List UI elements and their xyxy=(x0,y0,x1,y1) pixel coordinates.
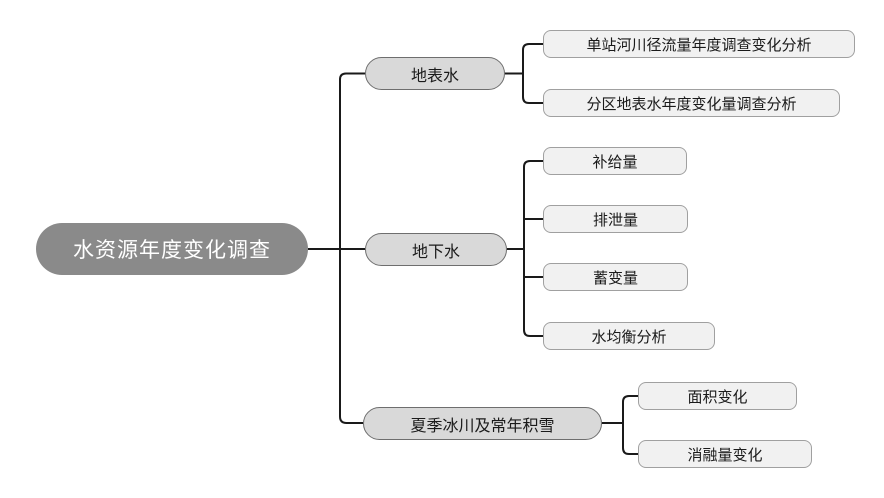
leaf-node-storage-change-amount[interactable]: 蓄变量 xyxy=(543,263,688,291)
root-node-water-resources-survey[interactable]: 水资源年度变化调查 xyxy=(36,223,308,275)
connector-groundwater-bus xyxy=(523,160,543,337)
leaf-node-discharge-amount[interactable]: 排泄量 xyxy=(543,205,688,233)
leaf-node-water-balance-analysis[interactable]: 水均衡分析 xyxy=(543,322,715,350)
connector-surface-water-bus xyxy=(522,43,543,104)
leaf-node-recharge-amount[interactable]: 补给量 xyxy=(543,147,687,175)
leaf-node-area-change[interactable]: 面积变化 xyxy=(638,382,797,410)
connector-branch-bus xyxy=(339,72,365,424)
leaf-node-ablation-change[interactable]: 消融量变化 xyxy=(638,440,812,468)
connector-glacier-bus xyxy=(622,395,638,455)
branch-node-summer-glacier-snow[interactable]: 夏季冰川及常年积雪 xyxy=(363,407,602,440)
branch-node-groundwater[interactable]: 地下水 xyxy=(365,233,507,266)
leaf-node-regional-surface-water-analysis[interactable]: 分区地表水年度变化量调查分析 xyxy=(543,89,840,117)
branch-node-surface-water[interactable]: 地表水 xyxy=(365,57,505,90)
leaf-node-single-station-runoff-analysis[interactable]: 单站河川径流量年度调查变化分析 xyxy=(543,30,855,58)
